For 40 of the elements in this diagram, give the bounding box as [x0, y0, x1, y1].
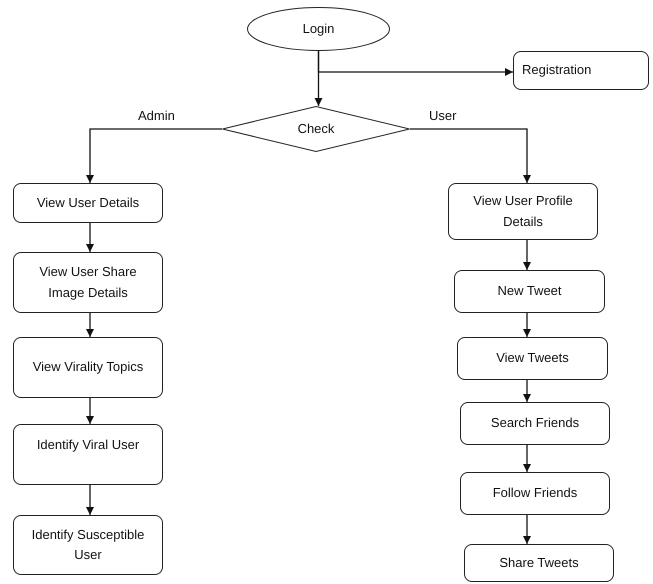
- process-box: [454, 270, 605, 313]
- node-label: New Tweet: [497, 282, 562, 300]
- arrow: [523, 240, 531, 270]
- process-box: [513, 51, 649, 90]
- process-box: [13, 183, 163, 223]
- node-label: Check: [298, 120, 334, 138]
- arrow: [86, 485, 94, 515]
- arrow: [523, 515, 531, 544]
- process-box: [460, 402, 610, 445]
- process-box: [13, 252, 163, 313]
- node-label: View Virality Topics: [32, 358, 144, 376]
- node-label: Search Friends: [490, 414, 580, 432]
- process-box: [460, 472, 610, 515]
- node-label: Registration: [522, 61, 592, 80]
- arrow: [318, 51, 513, 76]
- process-box: [464, 544, 614, 582]
- process-box: [13, 515, 163, 575]
- process-box: [448, 183, 598, 240]
- process-box: [13, 424, 163, 485]
- arrow: [86, 313, 94, 337]
- node-label: Share Tweets: [499, 554, 579, 572]
- arrow: [86, 398, 94, 424]
- process-box: [457, 337, 608, 380]
- arrow: [410, 128, 531, 183]
- node-label: View User Profile Details: [472, 192, 574, 230]
- arrow: [86, 223, 94, 252]
- arrow: [86, 128, 222, 183]
- node-label: Login: [302, 20, 334, 38]
- decision-diamond: [222, 106, 410, 152]
- process-box: [13, 337, 163, 398]
- arrow: [523, 313, 531, 337]
- node-label: View User Details: [36, 194, 140, 212]
- node-label: Follow Friends: [492, 484, 578, 502]
- node-label: View User Share Image Details: [38, 263, 138, 302]
- node-label: View Tweets: [496, 349, 569, 368]
- arrow: [523, 445, 531, 472]
- node-label: Identify Viral User: [36, 436, 140, 454]
- node-label: Identify Susceptible User: [30, 526, 146, 564]
- start-ellipse: [247, 7, 390, 51]
- arrow: [523, 380, 531, 402]
